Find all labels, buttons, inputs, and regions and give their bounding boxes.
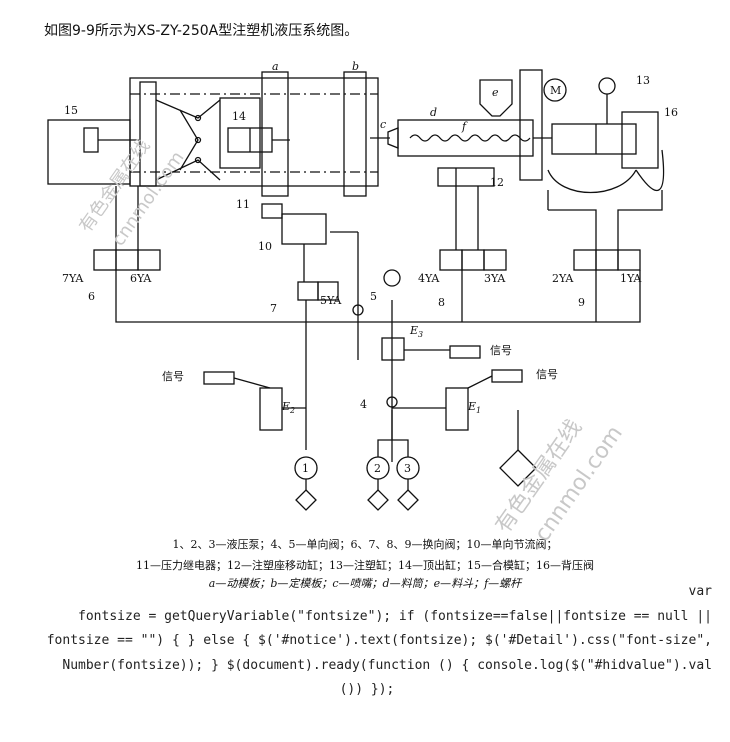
label-5: 5 [370, 290, 377, 303]
label-4ya: 4YA [418, 272, 440, 285]
code-line-3: fontsize == "") { } else { $('#notice').… [46, 633, 712, 648]
code-line-5: ()) }); [339, 682, 395, 697]
label-16: 16 [664, 106, 678, 119]
code-block: var fontsize = getQueryVariable("fontsiz… [22, 580, 712, 703]
label-11: 11 [236, 198, 250, 211]
valve-9 [573, 249, 641, 271]
legend-2: 11—压力继电器；12—注塑座移动缸；13—注塑缸；14—顶出缸；15—合模缸；… [0, 555, 730, 576]
label-2: 2 [374, 462, 381, 475]
label-f: f [461, 120, 468, 133]
label-6ya: 6YA [130, 272, 152, 285]
filter-2 [367, 489, 389, 511]
fixed-platen-b [343, 71, 367, 197]
check-valve-5 [352, 304, 364, 316]
label-13: 13 [636, 74, 650, 87]
filter-1 [295, 489, 317, 511]
label-b: b [352, 60, 359, 73]
relief-valve-e2 [259, 387, 283, 431]
clamp-cylinder-15 [47, 119, 131, 185]
valve-6 [93, 249, 161, 271]
label-7ya: 7YA [62, 272, 84, 285]
label-15: 15 [64, 104, 78, 117]
label-a: a [272, 60, 279, 73]
label-10: 10 [258, 240, 272, 253]
label-5ya: 5YA [320, 294, 342, 307]
label-signal-e2: 信号 [162, 370, 184, 383]
label-3: 3 [404, 462, 411, 475]
motor-m [543, 78, 567, 102]
proportional-valve-e3 [381, 337, 405, 361]
check-valve-4 [386, 396, 398, 408]
hydraulic-diagram: a b c d e f M 15 14 13 16 12 11 10 6 7 8… [47, 60, 678, 511]
filter-3 [397, 489, 419, 511]
injection-cylinder-13 [551, 123, 637, 155]
intro-text: 如图9-9所示为XS-ZY-250A型注塑机液压系统图。 [44, 23, 359, 39]
label-9: 9 [578, 296, 585, 309]
carriage-cylinder-12 [437, 167, 495, 187]
code-line-2: fontsize = getQueryVariable("fontsize");… [78, 608, 712, 624]
code-line-4: Number(fontsize)); } $(document).ready(f… [62, 657, 712, 673]
legend-line-2: 11—压力继电器；12—注塑座移动缸；13—注塑缸；14—顶出缸；15—合模缸；… [136, 559, 594, 572]
label-3ya: 3YA [484, 272, 506, 285]
pressure-gauge [383, 269, 401, 287]
legend-line-3: a—动模板；b—定模板；c—喷嘴；d—料筒；e—料斗；f—螺杆 [208, 577, 522, 590]
label-2ya: 2YA [552, 272, 574, 285]
cooler [499, 449, 537, 487]
label-12: 12 [490, 176, 504, 189]
label-1ya: 1YA [620, 272, 642, 285]
legend-line-1: 1、2、3—液压泵；4、5—单向阀；6、7、8、9—换向阀；10—单向节流阀； [172, 538, 558, 551]
label-e1: E1 [467, 400, 481, 415]
label-e3: E3 [409, 324, 423, 339]
pressure-relay-11 [261, 203, 283, 219]
label-1: 1 [302, 462, 309, 475]
label-e2: E2 [281, 400, 295, 415]
back-pressure-valve-16 [621, 111, 659, 169]
code-line-1: var [688, 584, 712, 599]
label-8: 8 [438, 296, 445, 309]
label-m: M [550, 84, 561, 97]
moving-platen-a [261, 71, 289, 197]
legend-3: a—动模板；b—定模板；c—喷嘴；d—料筒；e—料斗；f—螺杆 [0, 573, 730, 594]
label-signal-e1: 信号 [536, 368, 558, 381]
label-6: 6 [88, 290, 95, 303]
label-7: 7 [270, 302, 277, 315]
screw-f [409, 134, 531, 142]
throttle-valve-10 [281, 213, 327, 245]
valve-7 [297, 281, 319, 301]
label-c: c [380, 118, 386, 131]
relief-valve-e1 [445, 387, 469, 431]
legend: 1、2、3—液压泵；4、5—单向阀；6、7、8、9—换向阀；10—单向节流阀； [0, 534, 730, 555]
label-d: d [430, 106, 437, 119]
label-4: 4 [360, 398, 367, 411]
label-14: 14 [232, 110, 246, 123]
label-signal-e3: 信号 [490, 344, 512, 357]
hopper-e [479, 79, 513, 117]
valve-8 [439, 249, 507, 271]
label-e: e [492, 86, 499, 99]
